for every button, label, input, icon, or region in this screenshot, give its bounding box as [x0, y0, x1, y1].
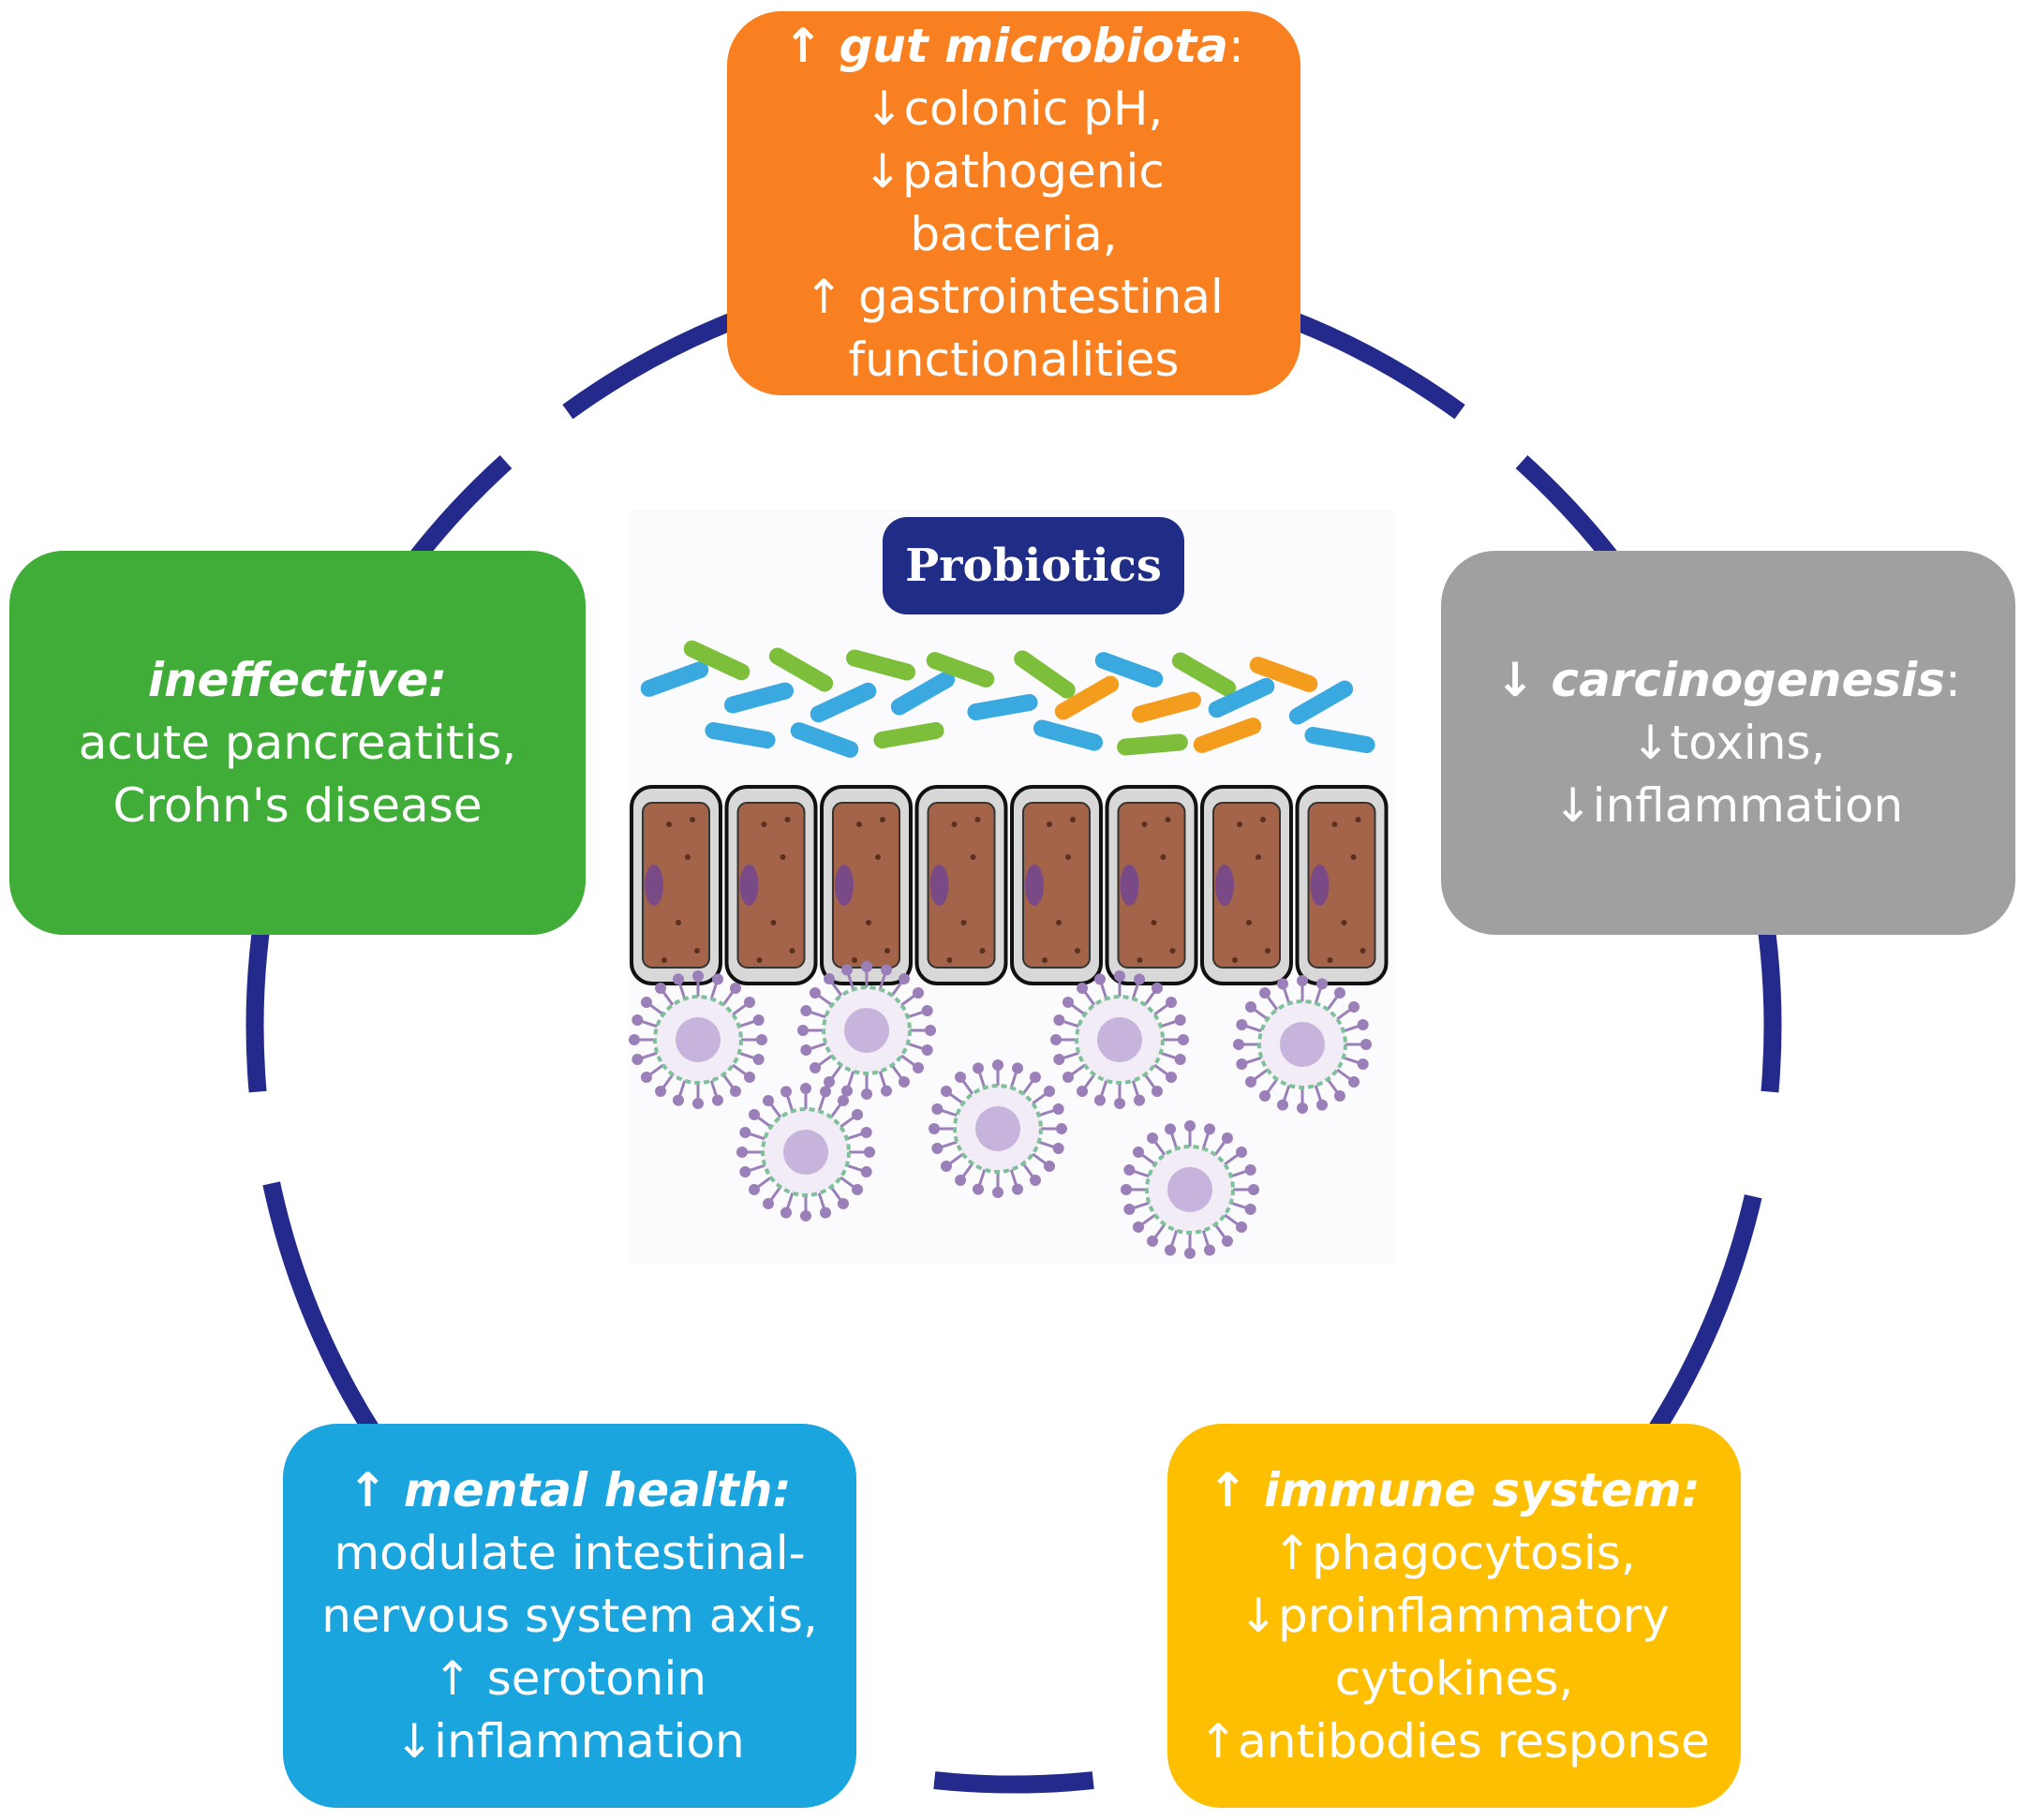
box-line: ↓proinflammatory — [1239, 1588, 1670, 1643]
bacterium-rod — [810, 682, 877, 723]
box-line: ↑ gastrointestinal — [804, 270, 1224, 324]
carcinogenesis-heading: ↓ carcinogenesis: — [1495, 649, 1961, 712]
bacterium-rod — [1171, 652, 1237, 697]
bacterium-rod — [1054, 675, 1120, 720]
ineffective-box: ineffective: acute pancreatitis, Crohn's d… — [9, 551, 586, 935]
bacterium-rod — [1304, 726, 1375, 754]
epithelial-cell — [1010, 785, 1103, 985]
box-line: Crohn's disease — [112, 777, 483, 833]
bacterium-rod — [1117, 733, 1188, 756]
mental-health-box: ↑ mental health: modulate intestinal-nerv… — [283, 1424, 856, 1808]
epithelial-cell — [1105, 785, 1198, 985]
bacterium-rod — [640, 661, 709, 697]
box-line: ↓colonic pH, — [864, 81, 1164, 136]
ring-arc-4 — [933, 1771, 1094, 1794]
immune-system-heading: ↑ immune system: — [1208, 1459, 1700, 1522]
virus-particle — [1233, 975, 1372, 1114]
box-line: functionalities — [848, 333, 1180, 387]
bacterium-rod — [1249, 657, 1318, 692]
gut-illustration — [628, 510, 1396, 1265]
bacterium-rod — [1033, 719, 1104, 751]
bacterium-rod — [1131, 691, 1202, 723]
virus-particle — [1121, 1120, 1259, 1259]
box-line: ↓toxins, — [1630, 715, 1826, 770]
bacterium-rod — [845, 649, 916, 681]
heading-text: ↑ mental health: — [348, 1462, 792, 1517]
virus-particle — [929, 1059, 1067, 1198]
epithelial-cell — [1200, 785, 1293, 985]
virus-particle — [629, 970, 767, 1109]
epithelial-cell — [1295, 785, 1389, 985]
epithelial-cell — [914, 785, 1008, 985]
virus-particle — [797, 961, 936, 1100]
pathogen-viruses — [629, 961, 1372, 1259]
heading-text: ↑ immune system: — [1208, 1462, 1701, 1517]
bacterium-rod — [790, 722, 859, 758]
box-line: nervous system axis, — [321, 1588, 818, 1643]
epithelial-cell — [630, 785, 722, 985]
heading-text: ↓ carcinogenesis — [1495, 652, 1946, 707]
bacterium-rod — [1014, 650, 1076, 699]
box-line: cytokines, — [1334, 1650, 1574, 1706]
epithelial-cell — [820, 785, 913, 985]
box-line: ↑phagocytosis, — [1272, 1525, 1636, 1580]
box-line: ↑antibodies response — [1198, 1713, 1710, 1768]
bacterium-rod — [768, 647, 834, 692]
bacterium-rod — [705, 721, 776, 749]
box-line: ↓inflammation — [394, 1713, 745, 1768]
gut-microbiota-box: ↑ gut microbiota:↓colonic pH,↓pathogenic… — [727, 11, 1300, 395]
virus-particle — [736, 1083, 875, 1221]
carcinogenesis-box: ↓ carcinogenesis:↓toxins,↓inflammation — [1441, 551, 2015, 935]
bacterium-rod — [723, 682, 795, 714]
mental-health-heading: ↑ mental health: — [349, 1459, 792, 1522]
heading-colon: : — [1945, 652, 1961, 707]
bacterium-rod — [1288, 680, 1354, 725]
probiotic-bacteria-cluster — [640, 640, 1375, 758]
heading-colon: : — [1227, 19, 1244, 73]
heading-text: ineffective: — [147, 652, 448, 707]
bacterium-rod — [683, 640, 750, 681]
bacterium-rod — [1094, 652, 1164, 688]
bacterium-rod — [873, 721, 944, 749]
bacterium-rod — [926, 652, 995, 688]
box-line: ↑ serotonin — [432, 1650, 707, 1706]
box-line: ↓pathogenic — [863, 144, 1165, 199]
box-line: bacteria, — [910, 207, 1118, 261]
gut-microbiota-heading: ↑ gut microbiota: — [783, 15, 1244, 78]
probiotics-label: Probiotics — [883, 517, 1184, 614]
bacterium-rod — [1208, 677, 1275, 718]
epithelial-cell — [724, 785, 818, 985]
ineffective-heading: ineffective: — [148, 649, 447, 712]
virus-particle — [1050, 970, 1189, 1109]
heading-text: ↑ gut microbiota — [783, 19, 1228, 73]
bacterium-rod — [1193, 718, 1262, 753]
bacterium-rod — [967, 693, 1038, 721]
box-line: ↓inflammation — [1553, 777, 1904, 833]
gut-illustration-drawing — [629, 640, 1389, 1259]
immune-system-box: ↑ immune system: ↑phagocytosis, ↓proinflam… — [1167, 1424, 1741, 1808]
bacterium-rod — [890, 671, 956, 716]
box-line: acute pancreatitis, — [78, 715, 517, 770]
intestinal-epithelium — [630, 785, 1389, 985]
box-line: modulate intestinal- — [334, 1525, 806, 1580]
